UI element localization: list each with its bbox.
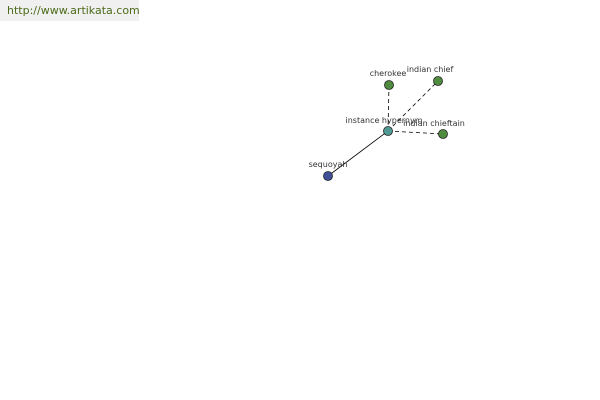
node-label-indian-chief[interactable]: indian chief	[407, 65, 454, 74]
node-label-cherokee[interactable]: cherokee	[370, 69, 407, 78]
site-url-link[interactable]: http://www.artikata.com	[7, 4, 140, 17]
node-cherokee[interactable]	[384, 80, 394, 90]
node-label-sequoyah[interactable]: sequoyah	[309, 160, 348, 169]
node-sequoyah[interactable]	[323, 171, 333, 181]
edge-center-sequoyah	[327, 130, 389, 177]
edges-layer	[327, 80, 444, 177]
node-label-center[interactable]: instance hypernym	[346, 116, 423, 125]
node-indian-chief[interactable]	[433, 76, 443, 86]
node-indian-chieftain[interactable]	[438, 129, 448, 139]
edge-center-indian_chief	[387, 80, 439, 132]
node-center[interactable]	[383, 126, 393, 136]
edge-center-cherokee	[387, 84, 390, 132]
edge-center-indian_chieftain	[387, 130, 444, 135]
url-bar: http://www.artikata.com	[0, 0, 140, 21]
node-label-indian-chieftain[interactable]: indian chieftain	[403, 119, 465, 128]
nodes-layer	[323, 76, 448, 181]
